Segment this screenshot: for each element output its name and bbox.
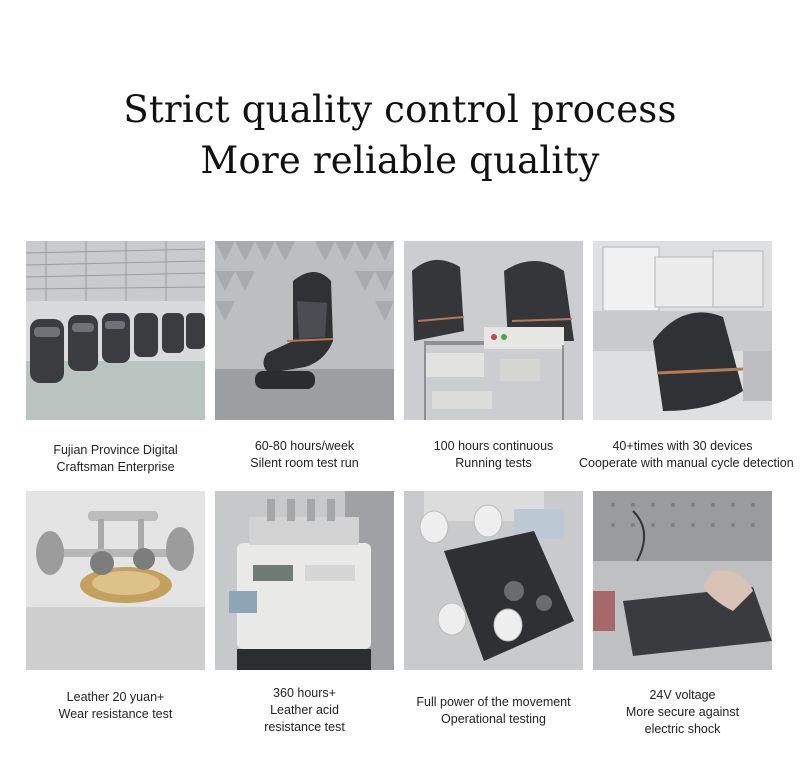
cycle-detection-photo (593, 241, 772, 420)
wear-test-machine-photo (26, 491, 205, 670)
caption-line: 100 hours continuous (433, 439, 554, 453)
page-heading: Strict quality control process More reli… (0, 84, 800, 186)
card-voltage: 24V voltage More secure against electric… (593, 491, 772, 736)
card-running-test: 100 hours continuous Running tests (404, 241, 583, 470)
caption-line: 360 hours+ (273, 686, 336, 700)
card-movement: Full power of the movement Operational t… (404, 491, 583, 726)
caption-line: Running tests (455, 456, 532, 470)
caption-silent-room: 60-80 hours/week Silent room test run (201, 438, 408, 472)
voltage-test-photo (593, 491, 772, 670)
card-wear-test: Leather 20 yuan+ Wear resistance test (26, 491, 205, 721)
running-test-photo (404, 241, 583, 420)
caption-line: Full power of the movement (416, 695, 571, 709)
caption-line: Fujian Province Digital (53, 443, 178, 457)
caption-cycle-detection: 40+times with 30 devices Cooperate with … (579, 438, 794, 472)
heading-line-2: More reliable quality (200, 139, 600, 182)
silent-room-photo (215, 241, 394, 420)
caption-wear-test: Leather 20 yuan+ Wear resistance test (12, 689, 219, 723)
caption-line: Operational testing (441, 712, 546, 726)
caption-acid-test: 360 hours+ Leather acid resistance test (201, 685, 408, 736)
caption-line: Leather acid (270, 703, 339, 717)
caption-line: Leather 20 yuan+ (66, 690, 165, 704)
caption-line: Craftsman Enterprise (56, 460, 175, 474)
card-factory: Fujian Province Digital Craftsman Enterp… (26, 241, 205, 474)
movement-mechanism-photo (404, 491, 583, 670)
card-acid-test: 360 hours+ Leather acid resistance test (215, 491, 394, 734)
heading-line-1: Strict quality control process (123, 88, 677, 131)
caption-line: electric shock (644, 722, 721, 736)
caption-line: Cooperate with manual cycle detection (579, 456, 794, 470)
acid-test-machine-photo (215, 491, 394, 670)
caption-factory: Fujian Province Digital Craftsman Enterp… (12, 442, 219, 476)
caption-line: resistance test (264, 720, 345, 734)
caption-line: 60-80 hours/week (254, 439, 355, 453)
caption-line: 24V voltage (649, 688, 716, 702)
caption-movement: Full power of the movement Operational t… (390, 694, 597, 728)
caption-line: 40+times with 30 devices (612, 439, 753, 453)
caption-line: More secure against (625, 705, 740, 719)
caption-line: Wear resistance test (58, 707, 173, 721)
factory-floor-photo (26, 241, 205, 420)
caption-line: Silent room test run (250, 456, 359, 470)
card-silent-room: 60-80 hours/week Silent room test run (215, 241, 394, 470)
card-cycle-detection: 40+times with 30 devices Cooperate with … (579, 241, 794, 470)
caption-running-test: 100 hours continuous Running tests (390, 438, 597, 472)
caption-voltage: 24V voltage More secure against electric… (579, 687, 786, 738)
